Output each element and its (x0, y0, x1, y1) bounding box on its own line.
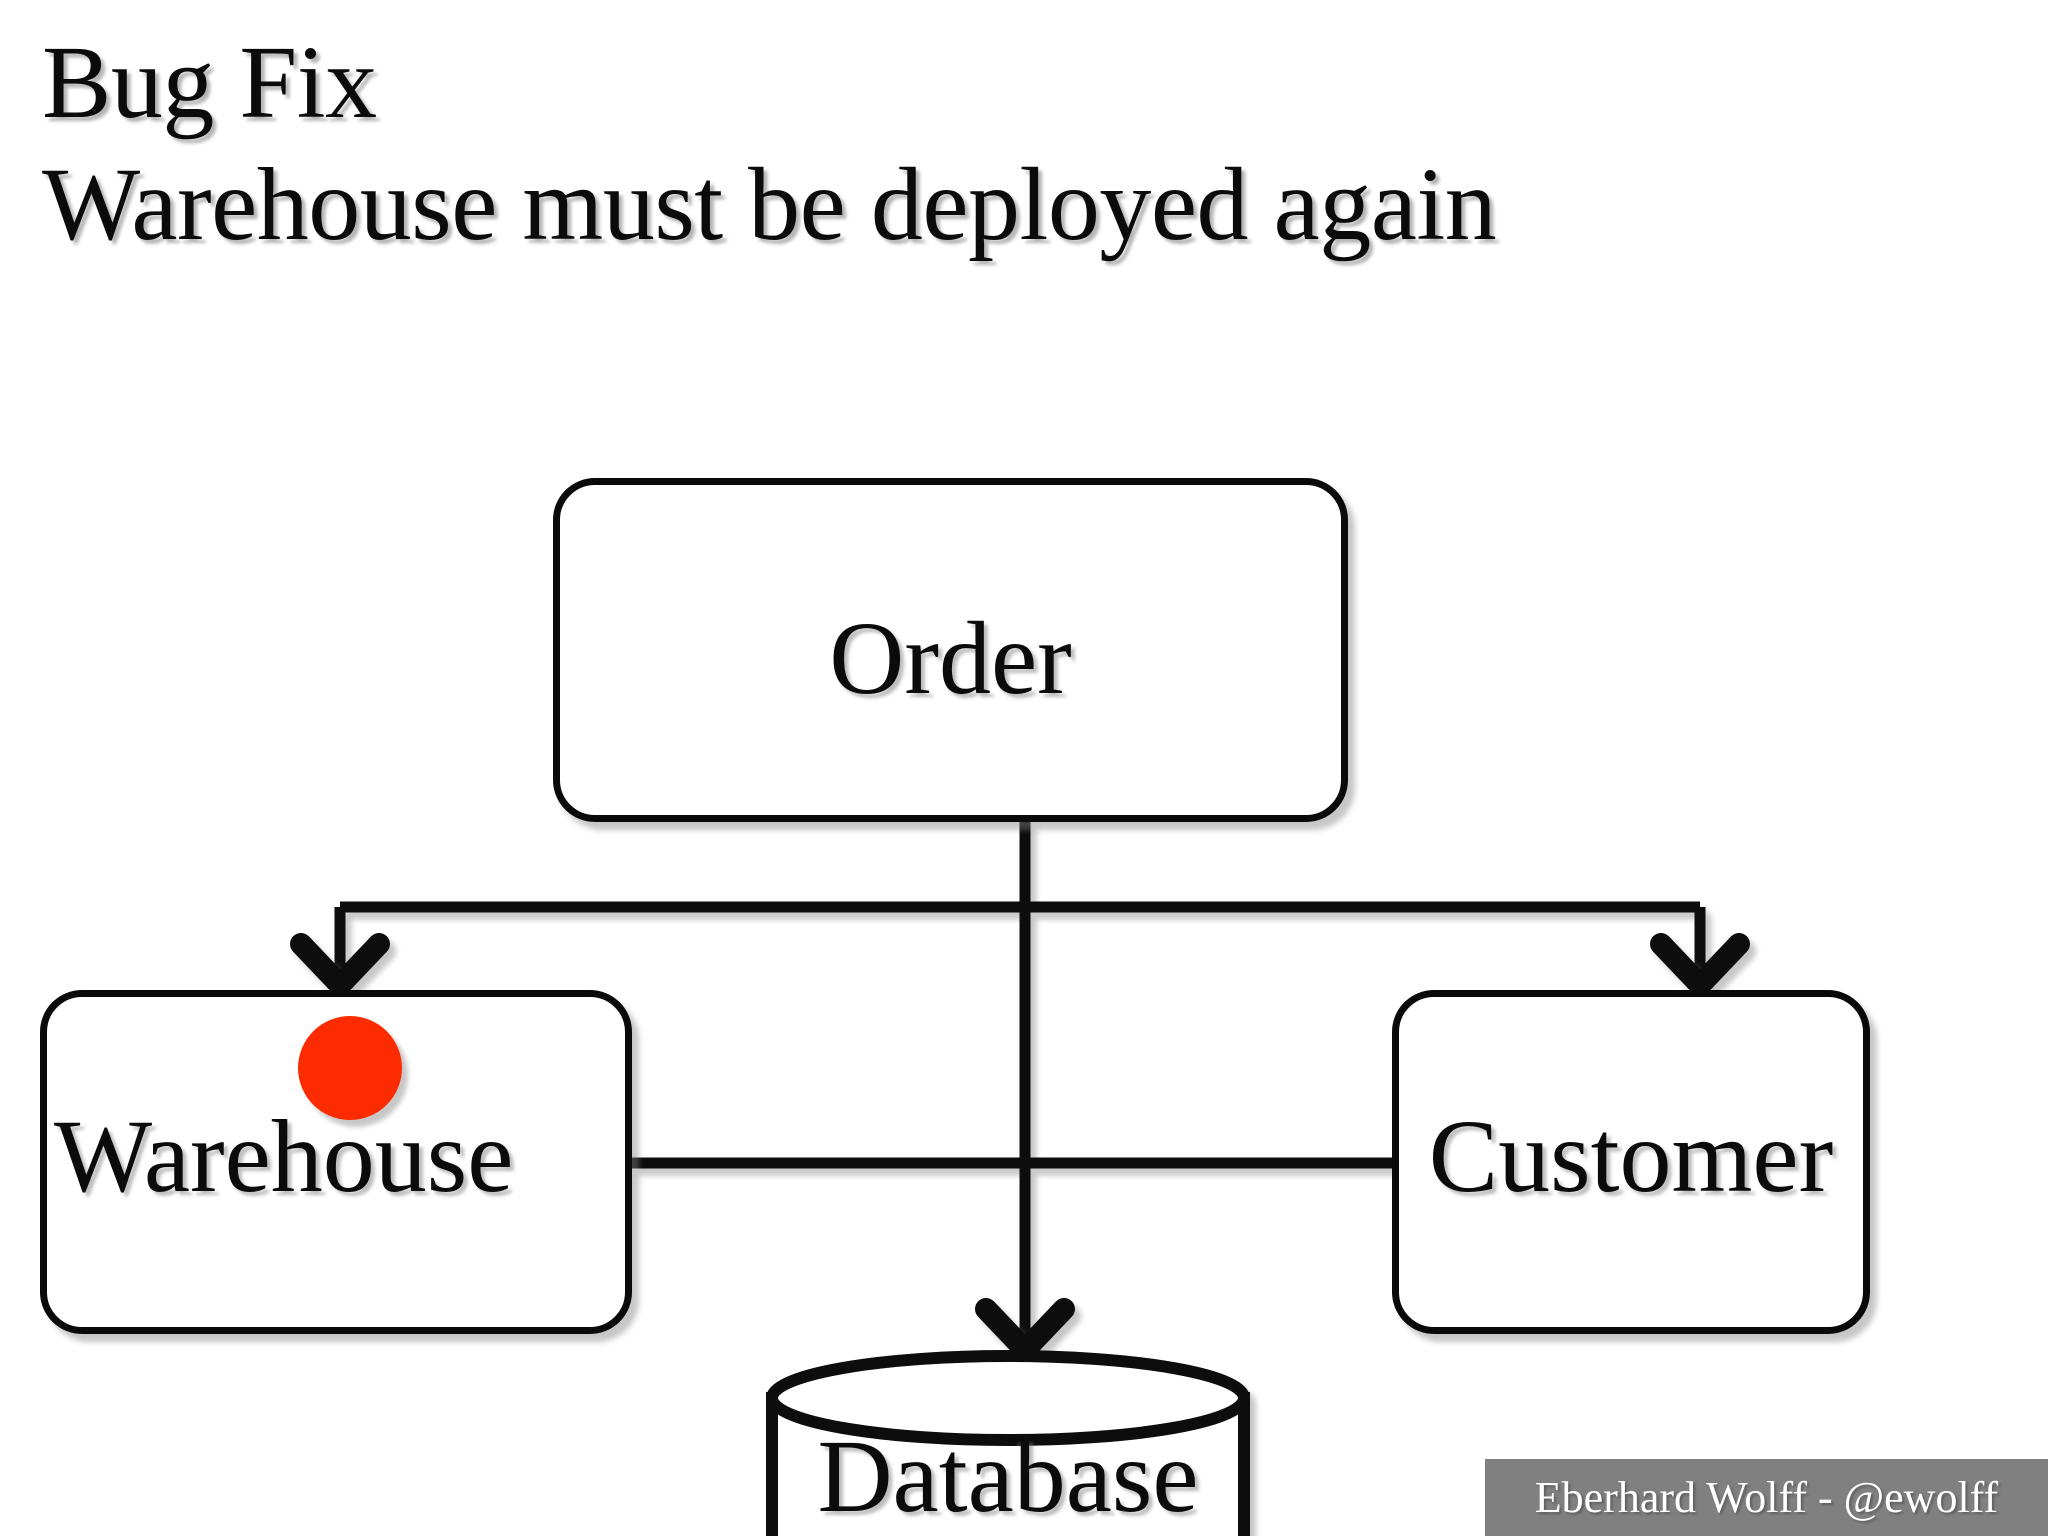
warehouse-status-dot (298, 1016, 402, 1120)
footer-watermark-band: Eberhard Wolff - @ewolff (1485, 1459, 2048, 1536)
arrowhead-customer (1650, 933, 1750, 996)
arrowhead-database (975, 1298, 1075, 1361)
cylinder-top-ellipse (766, 1350, 1250, 1446)
node-order-label: Order (829, 601, 1072, 716)
title-line-2: Warehouse must be deployed again (42, 147, 1497, 262)
node-database-label: Database (817, 1419, 1199, 1534)
database-cylinder-shape (766, 1350, 1250, 1536)
node-warehouse-label: Warehouse (54, 1099, 514, 1214)
arrowhead-warehouse (290, 933, 390, 996)
title-line-1: Bug Fix (42, 25, 377, 140)
footer-watermark-text: Eberhard Wolff - @ewolff (1534, 1473, 1999, 1522)
slide-title: Bug Fix Warehouse must be deployed again (42, 22, 2002, 266)
node-customer-label: Customer (1428, 1099, 1834, 1214)
node-order[interactable] (553, 478, 1348, 822)
node-customer[interactable] (1392, 990, 1870, 1334)
